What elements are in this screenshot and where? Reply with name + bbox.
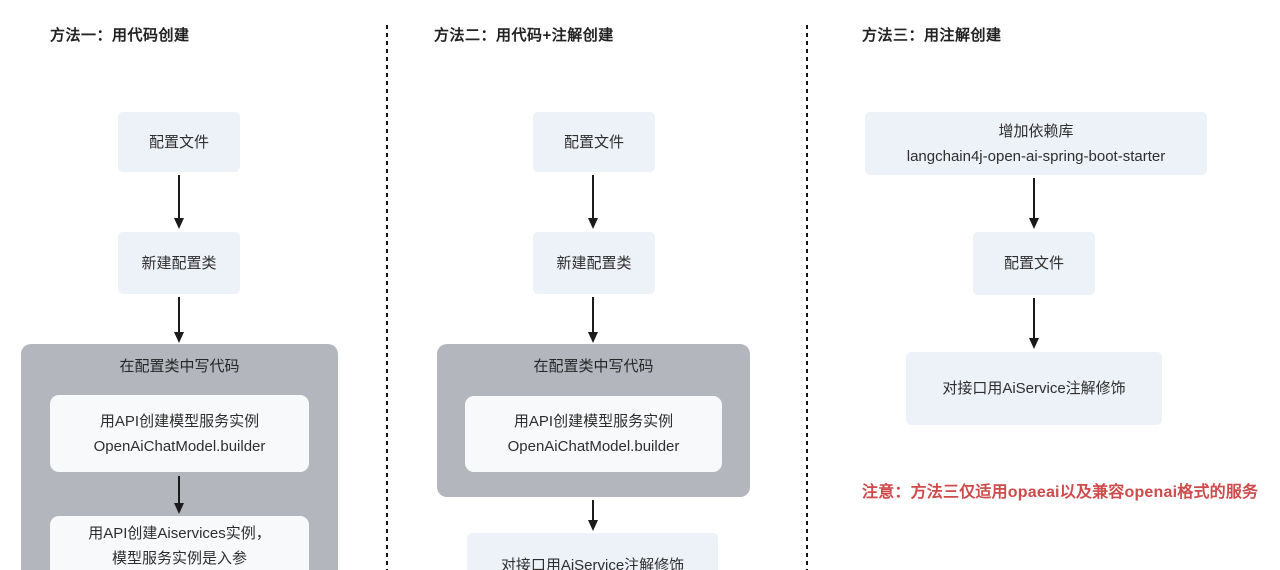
method2-config-file-node: 配置文件 <box>533 112 655 172</box>
method2-annotate-interface-node: 对接口用AiService注解修饰 <box>467 533 718 570</box>
method1-new-config-class-node: 新建配置类 <box>118 232 240 294</box>
method1-create-model-label: 用API创建模型服务实例 <box>99 412 260 430</box>
method1-arrow-2 <box>173 297 184 343</box>
method2-create-model-api: OpenAiChatModel.builder <box>507 438 680 455</box>
method3-config-file-node: 配置文件 <box>973 232 1095 295</box>
method2-arrow-3 <box>587 500 598 531</box>
method2-create-model-label: 用API创建模型服务实例 <box>513 413 674 430</box>
method2-group-title: 在配置类中写代码 <box>533 358 654 375</box>
method1-title: 方法一：用代码创建 <box>50 27 190 44</box>
method3-add-dependency-label: 增加依赖库 <box>998 122 1074 140</box>
method2-create-model-node: 用API创建模型服务实例 OpenAiChatModel.builder <box>465 396 722 472</box>
method2-arrow-1 <box>587 175 598 229</box>
method1-config-file-node: 配置文件 <box>118 112 240 172</box>
method3-add-dependency-node: 增加依赖库 langchain4j-open-ai-spring-boot-st… <box>865 112 1207 175</box>
method3-warning-note: 注意：方法三仅适用opaeai以及兼容openai格式的服务 <box>862 484 1259 501</box>
method3-arrow-2 <box>1028 298 1039 349</box>
method1-create-aiservices-label: 用API创建Aiservices实例， <box>88 525 271 542</box>
method1-group-title: 在配置类中写代码 <box>119 358 240 375</box>
method1-create-aiservices-node: 用API创建Aiservices实例， 模型服务实例是入参 <box>50 516 309 570</box>
method1-arrow-1 <box>173 175 184 229</box>
method1-create-model-api: OpenAiChatModel.builder <box>93 437 266 455</box>
method2-title: 方法二：用代码+注解创建 <box>434 27 614 44</box>
method2-new-config-class-node: 新建配置类 <box>533 232 655 294</box>
method2-arrow-2 <box>587 297 598 343</box>
method1-arrow-3 <box>173 476 184 514</box>
method1-model-param-label: 模型服务实例是入参 <box>111 550 247 567</box>
method3-dependency-name: langchain4j-open-ai-spring-boot-starter <box>906 147 1166 165</box>
method3-annotate-interface-node: 对接口用AiService注解修饰 <box>906 352 1162 425</box>
method3-title: 方法三：用注解创建 <box>862 27 1002 44</box>
method1-create-model-node: 用API创建模型服务实例 OpenAiChatModel.builder <box>50 395 309 472</box>
column-divider-2 <box>806 25 808 570</box>
method3-arrow-1 <box>1028 178 1039 229</box>
column-divider-1 <box>386 25 388 570</box>
